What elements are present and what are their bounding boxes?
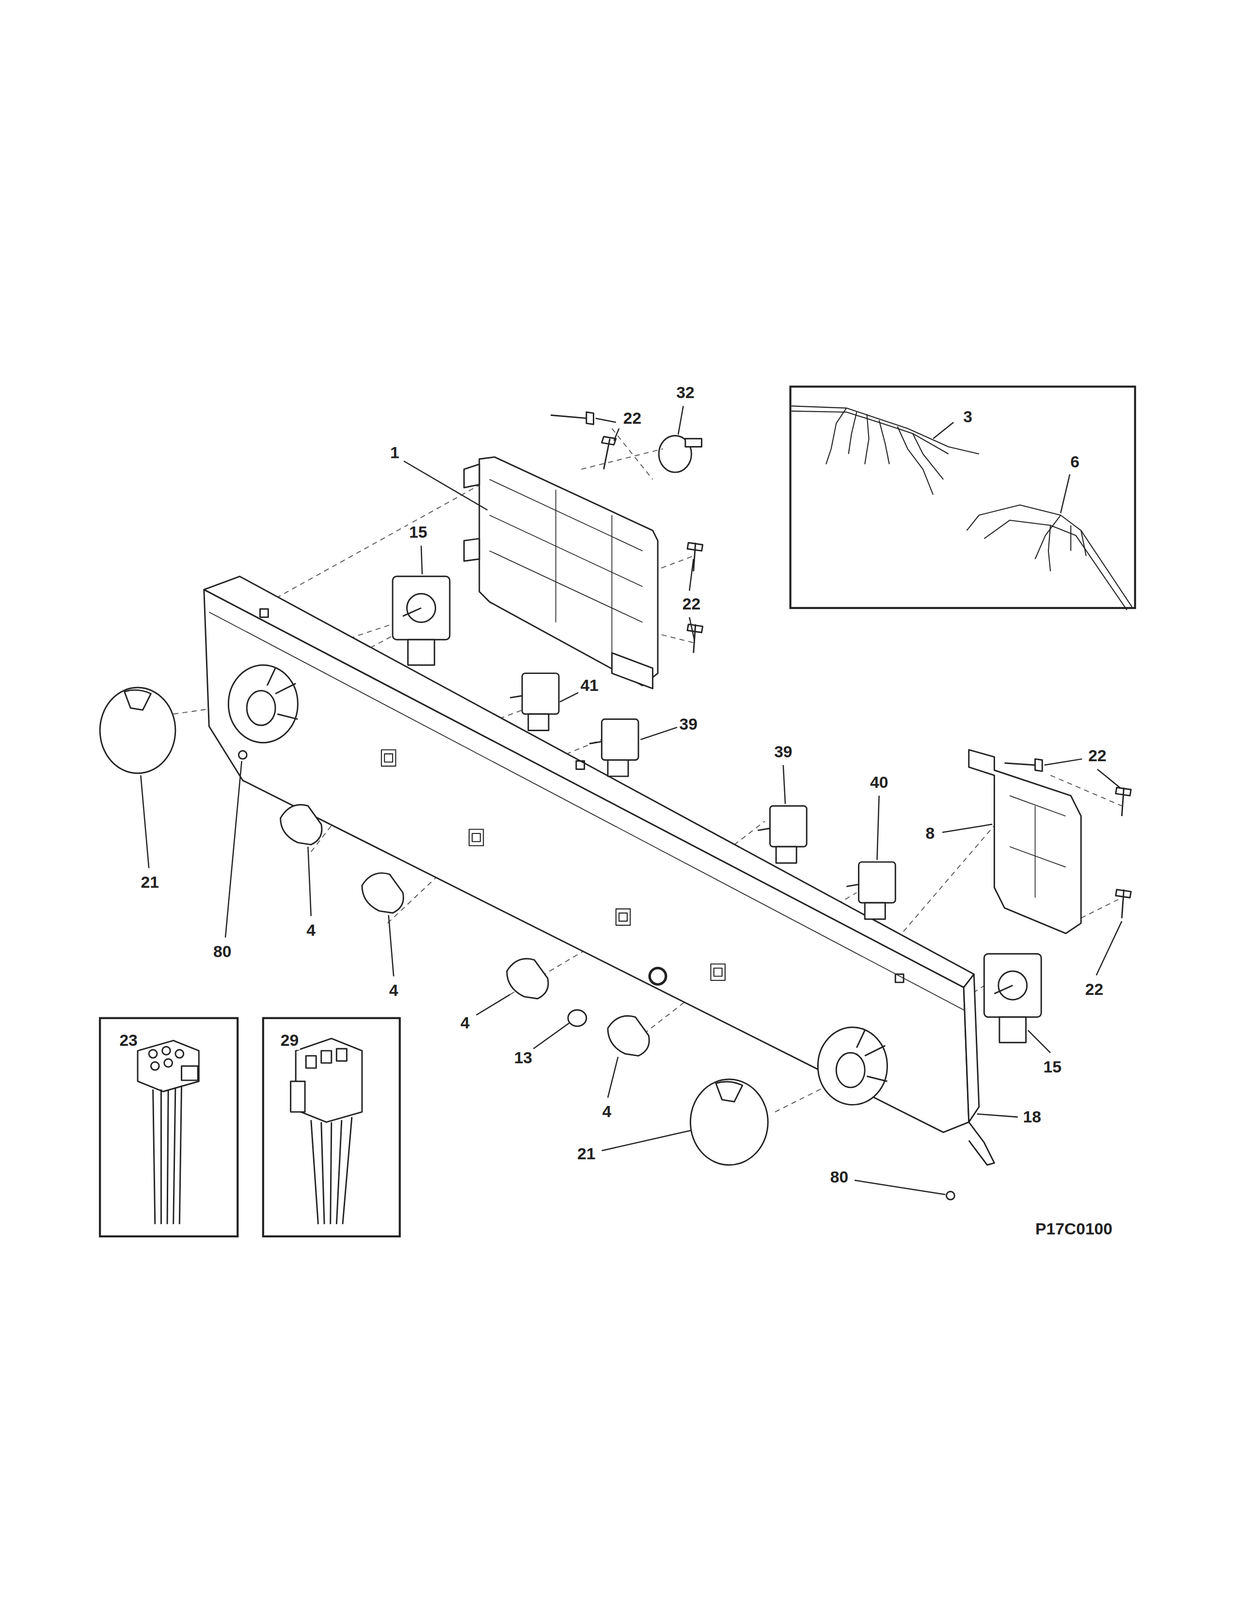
- callout-number: 18: [1021, 1107, 1043, 1126]
- callout-number: 3: [962, 408, 974, 427]
- callout-number: 39: [773, 742, 794, 761]
- callout-number: 23: [118, 1031, 139, 1050]
- callout-number: 32: [675, 383, 696, 402]
- callout-number: 8: [924, 824, 936, 842]
- callout-number: 4: [459, 1014, 471, 1032]
- callout-number: 4: [601, 1102, 613, 1121]
- callout-number: 41: [579, 676, 600, 695]
- callout-number: 21: [139, 872, 160, 891]
- callout-number: 15: [408, 523, 429, 542]
- callout-number: 80: [212, 942, 233, 961]
- callout-number: 39: [678, 714, 699, 733]
- callout-number: 4: [388, 981, 400, 999]
- callout-number: 13: [513, 1048, 534, 1067]
- callout-number: 4: [305, 920, 317, 939]
- callout-number: 29: [279, 1031, 301, 1050]
- inset-box: 23: [98, 1016, 239, 1237]
- inset-box: 36: [789, 385, 1136, 609]
- callout-number: 6: [1069, 453, 1081, 472]
- callout-number: 21: [576, 1144, 597, 1163]
- callout-number: 80: [829, 1168, 850, 1187]
- callout-number: 22: [681, 594, 702, 613]
- callout-number: 1: [389, 443, 401, 462]
- callout-number: 22: [1084, 980, 1105, 999]
- callout-number: 22: [1087, 746, 1108, 765]
- callout-number: 40: [869, 773, 890, 792]
- callout-number: 22: [622, 409, 643, 428]
- figure-code: P17C0100: [1034, 1220, 1114, 1238]
- callout-number: 15: [1042, 1057, 1063, 1076]
- inset-box: 29: [262, 1016, 401, 1237]
